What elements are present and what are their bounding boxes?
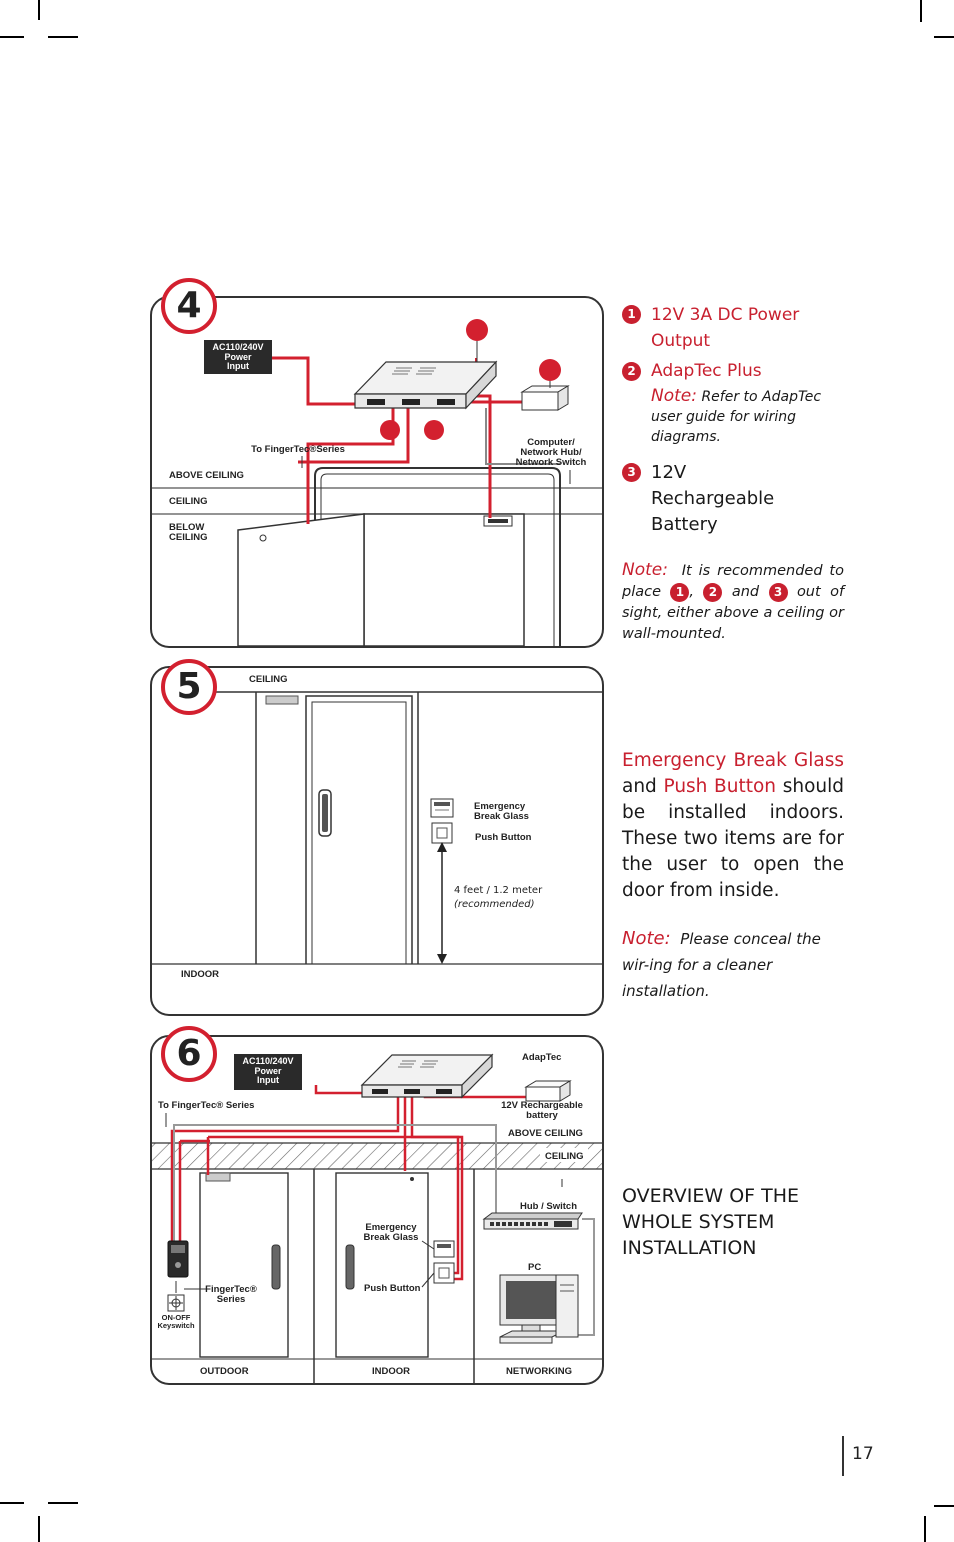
fingertec-series-label: FingerTec®Series	[205, 1284, 257, 1305]
install-paragraph: Emergency Break Glass and Push Button sh…	[622, 750, 844, 901]
to-fingertec-label: To FingerTec®Series	[251, 444, 345, 455]
hub-switch-label: Hub / Switch	[520, 1201, 577, 1212]
page-number: 17	[852, 1444, 874, 1464]
number-3-icon: 3	[622, 463, 641, 482]
crop-mark	[934, 36, 954, 38]
diagram-5-badge: 5	[161, 659, 217, 715]
ceiling-label: CEILING	[249, 674, 288, 685]
crop-mark	[48, 1502, 78, 1504]
indoor-label: INDOOR	[372, 1366, 410, 1377]
page-number-divider	[842, 1436, 844, 1476]
note-conceal: Note: Please conceal the wir-ing for a c…	[622, 928, 821, 1000]
push-button-label: Push Button	[475, 832, 532, 843]
ceiling-label: CEILING	[545, 1151, 584, 1162]
number-1-icon: 1	[622, 305, 641, 324]
networking-label: NETWORKING	[506, 1366, 572, 1377]
above-ceiling-label: ABOVE CEILING	[169, 470, 244, 481]
item-3: 3 12V Rechargeable Battery	[622, 460, 844, 538]
crop-mark	[38, 0, 40, 20]
to-fingertec-label: To FingerTec® Series	[158, 1100, 255, 1111]
crop-mark	[920, 0, 922, 22]
above-ceiling-label: ABOVE CEILING	[508, 1128, 583, 1139]
diagram-4-drawing	[150, 296, 604, 648]
height-label: 4 feet / 1.2 meter (recommended)	[454, 885, 543, 910]
item-2: 2 AdapTec Plus Note: Refer to AdapTec us…	[622, 360, 844, 447]
diagram-5-drawing	[150, 666, 604, 1016]
outdoor-label: OUTDOOR	[200, 1366, 249, 1377]
adaptec-label: AdapTec	[522, 1052, 562, 1063]
crop-mark	[924, 1516, 926, 1542]
note-placement: Note: It is recommended to place 1, 2 an…	[622, 560, 845, 642]
number-3-icon: 3	[768, 582, 788, 602]
diagram-4-badge: 4	[161, 278, 217, 334]
pc-label: PC	[528, 1262, 542, 1273]
crop-mark	[38, 1516, 40, 1542]
number-2-icon: 2	[703, 582, 723, 602]
crop-mark	[0, 1502, 24, 1504]
diagram-6-badge: 6	[161, 1026, 217, 1082]
item-1: 1 12V 3A DC Power Output	[622, 302, 844, 354]
computer-label: Computer/Network Hub/Network Switch	[515, 437, 587, 468]
number-2-icon: 2	[622, 362, 641, 381]
overview-heading: OVERVIEW OF THE WHOLE SYSTEM INSTALLATIO…	[622, 1185, 800, 1259]
push-button-label: Push Button	[364, 1283, 421, 1294]
indoor-label: INDOOR	[181, 969, 219, 980]
number-1-icon: 1	[670, 582, 690, 602]
crop-mark	[48, 36, 78, 38]
ceiling-label: CEILING	[169, 496, 208, 507]
crop-mark	[0, 36, 24, 38]
crop-mark	[934, 1505, 954, 1507]
diagram-6-drawing	[150, 1035, 604, 1385]
